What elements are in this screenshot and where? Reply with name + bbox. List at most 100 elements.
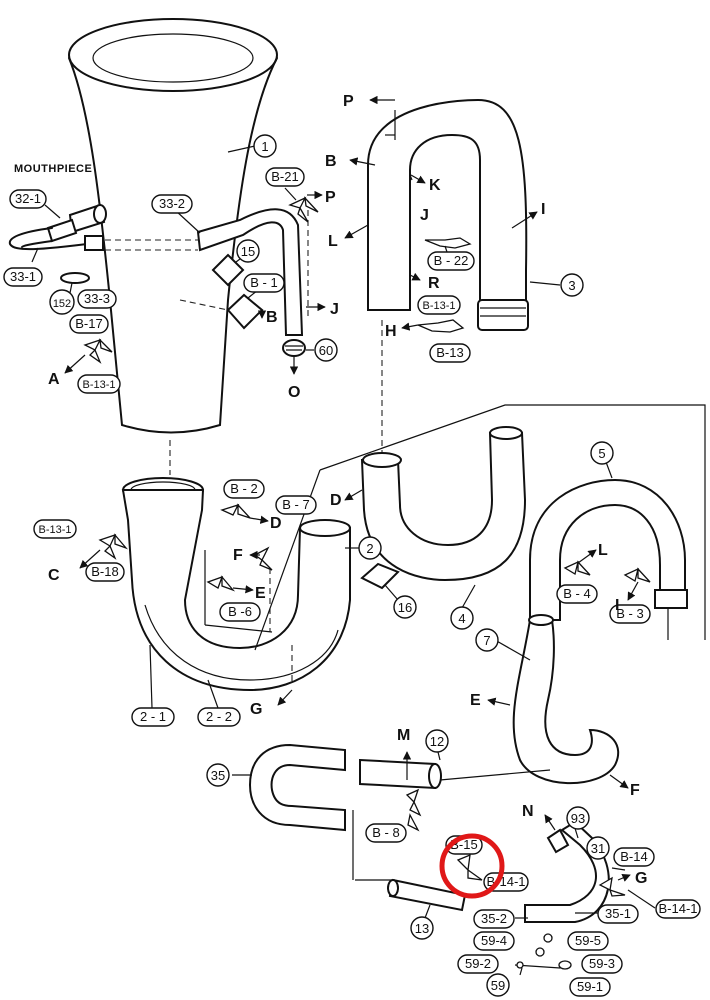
part-13-label: 13 [410,916,434,940]
label-59-4: 59-4 [473,931,515,951]
label-b17: B-17 [69,314,109,334]
part-35-label: 35 [206,763,230,787]
label-2-1: 2 - 1 [131,707,175,727]
u-tube-part [319,404,706,640]
label-b14-1-b: B-14-1 [655,899,701,919]
bottom-bow-part [121,477,351,692]
svg-text:B-13: B-13 [436,345,463,360]
label-b1: B - 1 [243,273,285,293]
part-3-label: 3 [560,273,584,297]
part-7-label: 7 [475,628,499,652]
letter-h: H [385,323,397,340]
letter-g-1: G [250,701,262,718]
letter-k: K [429,177,441,194]
letter-r: R [428,275,440,292]
svg-text:59: 59 [491,978,505,993]
mouthpiece-label: MOUTHPIECE [14,163,92,175]
tube-12-part [352,758,551,880]
label-59-3: 59-3 [581,954,623,974]
svg-text:B-13-1: B-13-1 [38,524,71,536]
svg-text:B-13-1: B-13-1 [82,379,115,391]
label-35-2: 35-2 [473,909,515,929]
wing-screw-icon [83,196,651,897]
label-b14: B-14 [613,847,655,867]
label-32-1: 32-1 [9,189,47,209]
letter-b-1: B [325,153,337,170]
svg-text:B - 22: B - 22 [434,253,469,268]
svg-text:B - 8: B - 8 [372,825,399,840]
letter-n: N [522,803,534,820]
letter-i-1: I [541,201,545,218]
svg-text:35: 35 [211,768,225,783]
part-59-group [514,933,572,970]
highlight-circle [439,833,505,899]
part-pill-labels: 32-1 33-1 33-2 33-3 B-17 B-13-1 B-21 B -… [3,167,701,997]
svg-text:59-5: 59-5 [575,933,601,948]
part-12-label: 12 [425,729,449,753]
label-33-3: 33-3 [77,289,117,309]
svg-text:B - 4: B - 4 [563,586,590,601]
clip-15 [211,253,245,287]
label-35-1: 35-1 [597,904,639,924]
label-b4: B - 4 [556,584,598,604]
svg-text:59-1: 59-1 [577,979,603,994]
label-b2: B - 2 [223,479,265,499]
svg-text:B - 3: B - 3 [616,606,643,621]
mouthpiece-group [8,203,107,284]
svg-text:32-1: 32-1 [15,191,41,206]
label-b13-1-a: B-13-1 [77,374,121,394]
svg-text:B - 1: B - 1 [250,275,277,290]
tube-13-part [387,878,467,912]
letter-d-2: D [330,492,342,509]
label-b13-1-b: B-13-1 [417,295,461,315]
svg-text:13: 13 [415,921,429,936]
label-59-1: 59-1 [569,977,611,997]
letter-p-2: P [325,189,336,206]
letter-p-1: P [343,93,354,110]
svg-text:35-1: 35-1 [605,906,631,921]
letter-a: A [48,371,60,388]
label-59-5: 59-5 [567,931,609,951]
svg-text:33-2: 33-2 [159,196,185,211]
label-59-2: 59-2 [457,954,499,974]
part-15-label: 15 [236,239,260,263]
leadpipe-part [105,208,309,357]
svg-text:2: 2 [366,541,373,556]
svg-text:93: 93 [571,811,585,826]
label-b18: B-18 [85,562,125,582]
svg-text:2 - 2: 2 - 2 [206,709,232,724]
svg-text:33-3: 33-3 [84,291,110,306]
svg-text:B-21: B-21 [271,169,298,184]
part-31-label: 31 [586,836,610,860]
letter-g-2: G [635,870,647,887]
part-number-circles: 1 3 15 152 60 2 16 4 5 7 12 35 93 31 13 … [49,134,614,997]
part-152-label: 152 [49,289,75,315]
svg-text:4: 4 [458,611,465,626]
svg-text:31: 31 [591,841,605,856]
clip-b1 [179,293,264,330]
label-2-2: 2 - 2 [197,707,241,727]
label-b21: B-21 [265,167,305,187]
connection-letters: P B L K J I R H P B J O A C D D F E G L … [48,93,647,887]
part-59-label: 59 [486,973,510,997]
upper-bow-part [367,98,529,452]
part-5-label: 5 [590,441,614,465]
letter-b-2: B [266,309,278,326]
label-b22: B - 22 [427,251,475,271]
tube-35-part [248,743,346,832]
svg-text:3: 3 [568,278,575,293]
svg-text:16: 16 [398,600,412,615]
svg-text:60: 60 [319,343,333,358]
arrow-icon [64,95,639,882]
letter-m: M [397,727,410,744]
part-16-shape [360,562,400,590]
letter-o: O [288,384,300,401]
svg-text:B - 7: B - 7 [282,497,309,512]
label-b13-1-c: B-13-1 [33,519,77,539]
svg-text:59-3: 59-3 [589,956,615,971]
part-1-label: 1 [253,134,277,158]
svg-text:1: 1 [261,139,268,154]
letter-d-1: D [270,515,282,532]
letter-l-1: L [328,233,338,250]
